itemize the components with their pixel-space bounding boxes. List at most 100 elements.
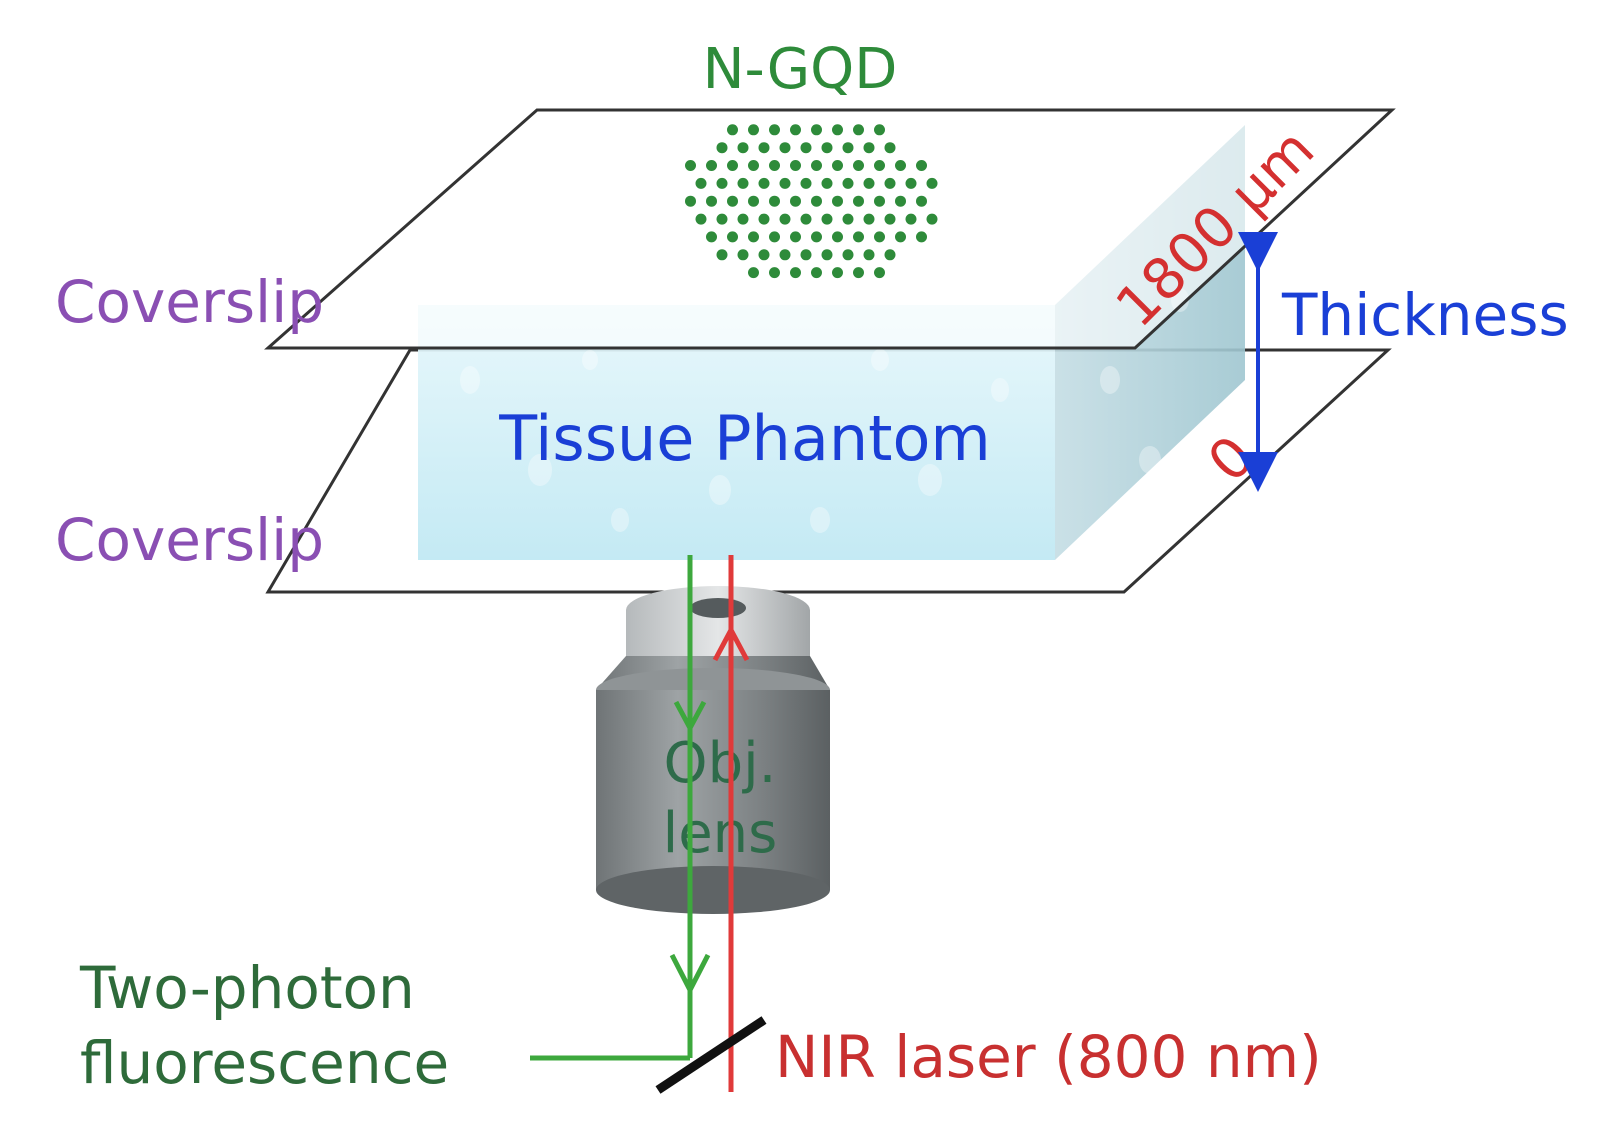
- ngqd-dot: [863, 213, 875, 225]
- ngqd-dot: [727, 124, 738, 136]
- ngqd-dot: [716, 213, 728, 225]
- ngqd-dot: [832, 124, 843, 136]
- ngqd-dot: [926, 213, 938, 225]
- ngqd-dot: [800, 213, 812, 225]
- ngqd-dot: [874, 124, 885, 136]
- ngqd-dot: [842, 177, 854, 189]
- ngqd-dot: [926, 177, 938, 189]
- ngqd-dot: [748, 267, 759, 279]
- ngqd-dot: [832, 231, 843, 243]
- ngqd-dot: [790, 267, 801, 279]
- ngqd-dot: [748, 160, 759, 171]
- ngqd-dot: [769, 124, 780, 136]
- ngqd-dot: [800, 177, 812, 189]
- ngqd-dot: [842, 142, 854, 154]
- ngqd-dot: [800, 142, 812, 154]
- ngqd-dot: [758, 249, 770, 261]
- ngqd-dot: [706, 231, 717, 243]
- ngqd-dot: [695, 177, 707, 189]
- ngqd-dot: [685, 195, 696, 207]
- ngqd-dot: [727, 195, 738, 207]
- ngqd-dot: [811, 160, 822, 171]
- ngqd-dot: [895, 195, 906, 207]
- ngqd-dot: [905, 177, 917, 189]
- dichroic-mirror: [655, 1016, 767, 1094]
- ngqd-dot: [758, 213, 770, 225]
- ngqd-dot: [727, 160, 738, 171]
- ngqd-dot: [758, 177, 770, 189]
- ngqd-dot: [779, 142, 791, 154]
- laser-label: NIR laser (800 nm): [775, 1023, 1322, 1091]
- ngqd-dot: [832, 160, 843, 171]
- ngqd-dot: [769, 267, 780, 279]
- ngqd-dot: [811, 195, 822, 207]
- ngqd-dot: [863, 142, 875, 154]
- fluorescence-label-line2: fluorescence: [80, 1029, 449, 1097]
- ngqd-dot: [716, 249, 728, 261]
- ngqd-dot: [790, 124, 801, 136]
- ngqd-dot: [853, 160, 864, 171]
- objective-label-line1: Obj.: [664, 731, 777, 796]
- tissue-phantom-label: Tissue Phantom: [498, 402, 991, 475]
- ngqd-dot: [863, 177, 875, 189]
- ngqd-dot: [769, 195, 780, 207]
- ngqd-dot: [884, 249, 896, 261]
- ngqd-dot: [821, 213, 833, 225]
- ngqd-dot: [874, 195, 885, 207]
- objective-label-line2: lens: [663, 801, 778, 866]
- ngqd-dot: [800, 249, 812, 261]
- thickness-label: Thickness: [1281, 281, 1569, 349]
- ngqd-dot: [884, 142, 896, 154]
- ngqd-dot: [905, 213, 917, 225]
- ngqd-dot: [832, 195, 843, 207]
- ngqd-dot: [895, 231, 906, 243]
- ngqd-dot: [685, 160, 696, 171]
- ngqd-dot: [811, 231, 822, 243]
- ngqd-dot: [853, 267, 864, 279]
- ngqd-dot: [916, 195, 927, 207]
- objective-lens: [596, 586, 830, 914]
- ngqd-dot: [727, 231, 738, 243]
- ngqd-dot: [748, 231, 759, 243]
- ngqd-dot: [748, 124, 759, 136]
- ngqd-dot: [695, 213, 707, 225]
- ngqd-dot: [884, 177, 896, 189]
- ngqd-dot: [790, 160, 801, 171]
- ngqd-dot: [874, 160, 885, 171]
- ngqd-dot: [779, 249, 791, 261]
- ngqd-dot: [811, 124, 822, 136]
- ngqd-dot: [737, 249, 749, 261]
- ngqd-dot: [706, 195, 717, 207]
- laser-beam: [712, 555, 750, 1092]
- ngqd-dot: [737, 142, 749, 154]
- ngqd-dot: [706, 160, 717, 171]
- fluorescence-beam: [530, 555, 711, 1061]
- ngqd-dot: [811, 267, 822, 279]
- ngqd-dot: [884, 213, 896, 225]
- ngqd-dot: [842, 249, 854, 261]
- coverslip-bottom-label: Coverslip: [55, 506, 324, 574]
- coverslip-top-plane: [264, 108, 1396, 350]
- ngqd-dot: [790, 231, 801, 243]
- coverslip-top-label: Coverslip: [55, 268, 324, 336]
- ngqd-dot: [790, 195, 801, 207]
- ngqd-dot: [716, 142, 728, 154]
- ngqd-dot: [842, 213, 854, 225]
- ngqd-dots: [685, 124, 938, 279]
- ngqd-dot: [737, 213, 749, 225]
- ngqd-dot: [748, 195, 759, 207]
- ngqd-dot: [895, 160, 906, 171]
- ngqd-dot: [853, 231, 864, 243]
- ngqd-label: N-GQD: [703, 37, 898, 102]
- ngqd-dot: [821, 177, 833, 189]
- ngqd-dot: [716, 177, 728, 189]
- ngqd-dot: [758, 142, 770, 154]
- ngqd-dot: [874, 267, 885, 279]
- ngqd-dot: [779, 177, 791, 189]
- ngqd-dot: [853, 195, 864, 207]
- ngqd-dot: [863, 249, 875, 261]
- ngqd-dot: [779, 213, 791, 225]
- ngqd-dot: [821, 249, 833, 261]
- ngqd-dot: [832, 267, 843, 279]
